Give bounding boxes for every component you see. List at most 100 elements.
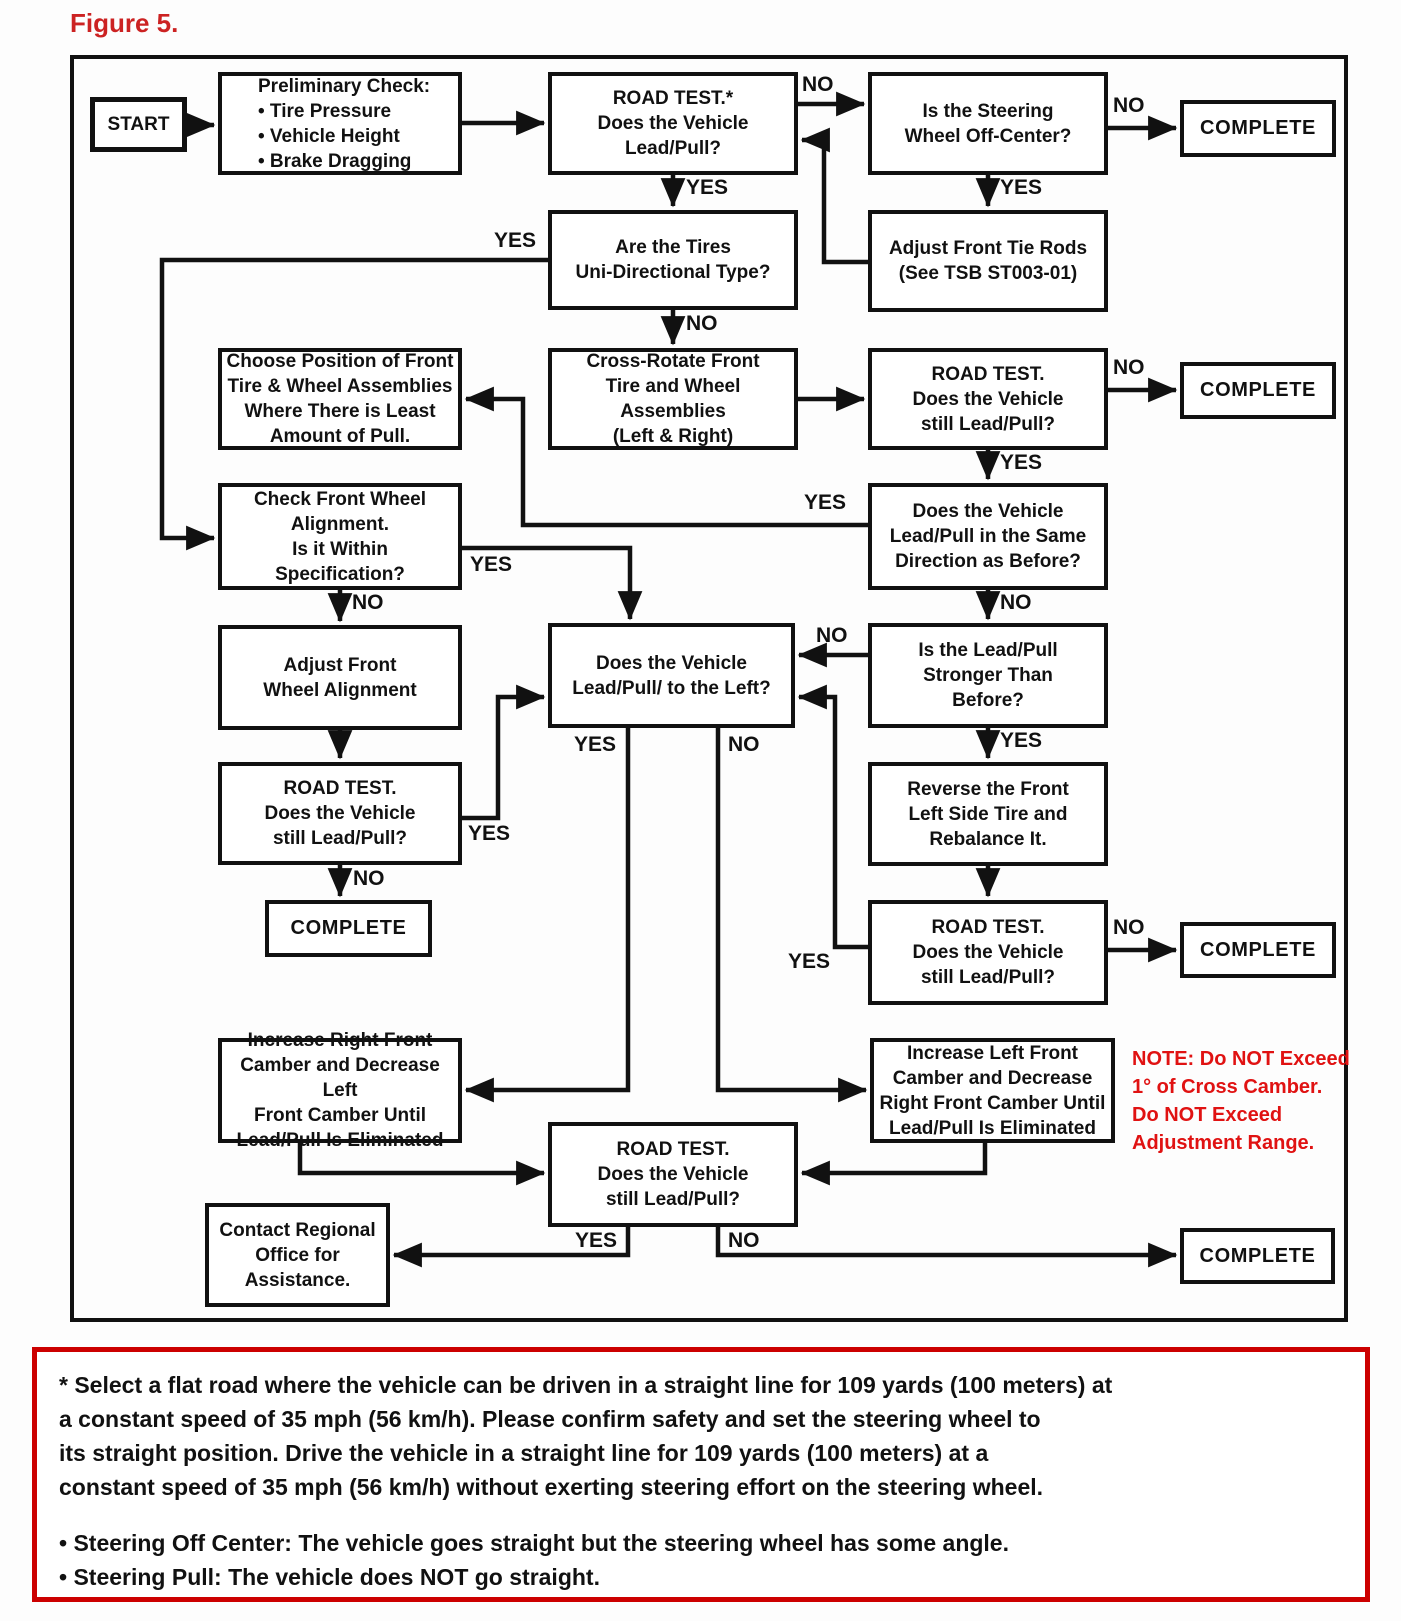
node-line: Reverse the Front	[907, 778, 1069, 800]
node-line: START	[107, 114, 170, 135]
note-line: 1° of Cross Camber.	[1132, 1076, 1323, 1098]
node-line: Lead/Pull Is Eliminated	[236, 1130, 444, 1151]
node-line: Adjust Front Tie Rods	[888, 238, 1088, 259]
node-line: Adjust Front	[283, 654, 397, 676]
node-line: Lead/Pull Is Eliminated	[889, 1117, 1096, 1139]
node-line: Increase Left Front	[906, 1042, 1079, 1064]
node-line: Tire and Wheel	[605, 376, 741, 397]
node-line: (See TSB ST003-01)	[898, 263, 1078, 284]
node-line: Does the Vehicle	[912, 942, 1064, 963]
edge-label-no: NO	[1000, 591, 1032, 614]
node-line: Is it Within	[292, 538, 388, 560]
edge-label-no: NO	[686, 312, 718, 335]
edge-label-yes: YES	[686, 176, 729, 199]
node-line: Office for	[255, 1244, 340, 1266]
node-line: Direction as Before?	[895, 551, 1081, 572]
node-line: still Lead/Pull?	[605, 1189, 741, 1210]
node-line: Check Front Wheel	[253, 488, 427, 510]
node-line: COMPLETE	[1199, 1244, 1316, 1267]
node-line: ROAD TEST.	[283, 778, 397, 799]
node-line: Is the Steering	[922, 100, 1054, 122]
footnote-line: its straight position. Drive the vehicle…	[59, 1440, 989, 1466]
footnote-bullets: • Steering Off Center: The vehicle goes …	[59, 1526, 1345, 1594]
edge-label-yes: YES	[494, 229, 537, 252]
edge-label-no: NO	[353, 867, 385, 890]
node-line: Does the Vehicle	[595, 652, 747, 674]
edge-label-yes: YES	[574, 733, 617, 756]
node-line: Does the Vehicle	[597, 1164, 749, 1185]
edge-label-no: NO	[1113, 916, 1145, 939]
node-line: Cross-Rotate Front	[586, 351, 760, 372]
node-line: Wheel Off-Center?	[904, 125, 1072, 147]
node-line: Front Camber Until	[253, 1105, 427, 1126]
node-line: Left Side Tire and	[908, 803, 1068, 825]
footnote-line: a constant speed of 35 mph (56 km/h). Pl…	[59, 1406, 1041, 1432]
node-line: COMPLETE	[290, 917, 407, 939]
edge-label-yes: YES	[468, 822, 511, 845]
node-line: Wheel Alignment	[263, 679, 417, 701]
node-line: still Lead/Pull?	[920, 967, 1056, 988]
node-line: Preliminary Check:	[258, 75, 431, 97]
node-road-test-4: ROAD TEST. Does the Vehicle still Lead/Pul…	[868, 900, 1108, 1005]
node-preliminary-check: Preliminary Check: • Tire Pressure • Vehic…	[218, 72, 462, 175]
edge-label-no: NO	[1113, 356, 1145, 379]
edge-label-yes: YES	[575, 1229, 618, 1252]
edge-label-no: NO	[728, 733, 760, 756]
node-start: START	[90, 97, 187, 152]
edge-label-no: NO	[1113, 94, 1145, 117]
footnote-bullet: • Steering Off Center: The vehicle goes …	[59, 1530, 1009, 1556]
footnote-bullet: • Steering Pull: The vehicle does NOT go…	[59, 1564, 600, 1590]
edge-label-yes: YES	[804, 491, 847, 514]
flowchart-border	[70, 55, 1348, 1322]
node-adjust-tie-rods: Adjust Front Tie Rods (See TSB ST003-01)	[868, 210, 1108, 312]
node-line: • Brake Dragging	[258, 150, 412, 172]
node-line: Does the Vehicle	[597, 113, 749, 134]
node-line: Are the Tires	[615, 237, 731, 258]
node-complete-3: COMPLETE	[265, 900, 432, 957]
node-line: Camber and Decrease	[892, 1067, 1093, 1089]
node-line: COMPLETE	[1200, 379, 1316, 401]
edge-label-yes: YES	[1000, 176, 1043, 199]
note-line: NOTE: Do NOT Exceed	[1132, 1048, 1350, 1070]
node-line: Uni-Directional Type?	[575, 262, 771, 283]
footnote-paragraph: * Select a flat road where the vehicle c…	[59, 1368, 1345, 1504]
node-line: still Lead/Pull?	[272, 828, 408, 849]
node-line: still Lead/Pull?	[920, 413, 1056, 435]
footnote-box: * Select a flat road where the vehicle c…	[32, 1347, 1370, 1602]
node-line: ROAD TEST.	[931, 917, 1045, 938]
node-line: Lead/Pull in the Same	[889, 526, 1087, 547]
node-line: Assistance.	[244, 1269, 351, 1291]
node-line: ROAD TEST.	[931, 363, 1045, 385]
node-line: • Tire Pressure	[258, 100, 392, 122]
edge-label-yes: YES	[470, 553, 513, 576]
node-line: Amount of Pull.	[269, 426, 411, 447]
node-line: Is the Lead/Pull	[918, 640, 1058, 661]
edge-label-yes: YES	[1000, 729, 1043, 752]
footnote-gap	[59, 1504, 1345, 1526]
node-complete-2: COMPLETE	[1180, 362, 1336, 419]
node-line: Does the Vehicle	[912, 388, 1064, 410]
node-line: Assemblies	[620, 401, 726, 422]
edge-label-no: NO	[816, 624, 848, 647]
node-line: Where There is Least	[244, 401, 436, 422]
node-line: • Vehicle Height	[258, 125, 400, 147]
figure-title: Figure 5.	[70, 8, 179, 38]
edge-label-yes: YES	[1000, 451, 1043, 474]
footnote-line: * Select a flat road where the vehicle c…	[59, 1372, 1113, 1398]
